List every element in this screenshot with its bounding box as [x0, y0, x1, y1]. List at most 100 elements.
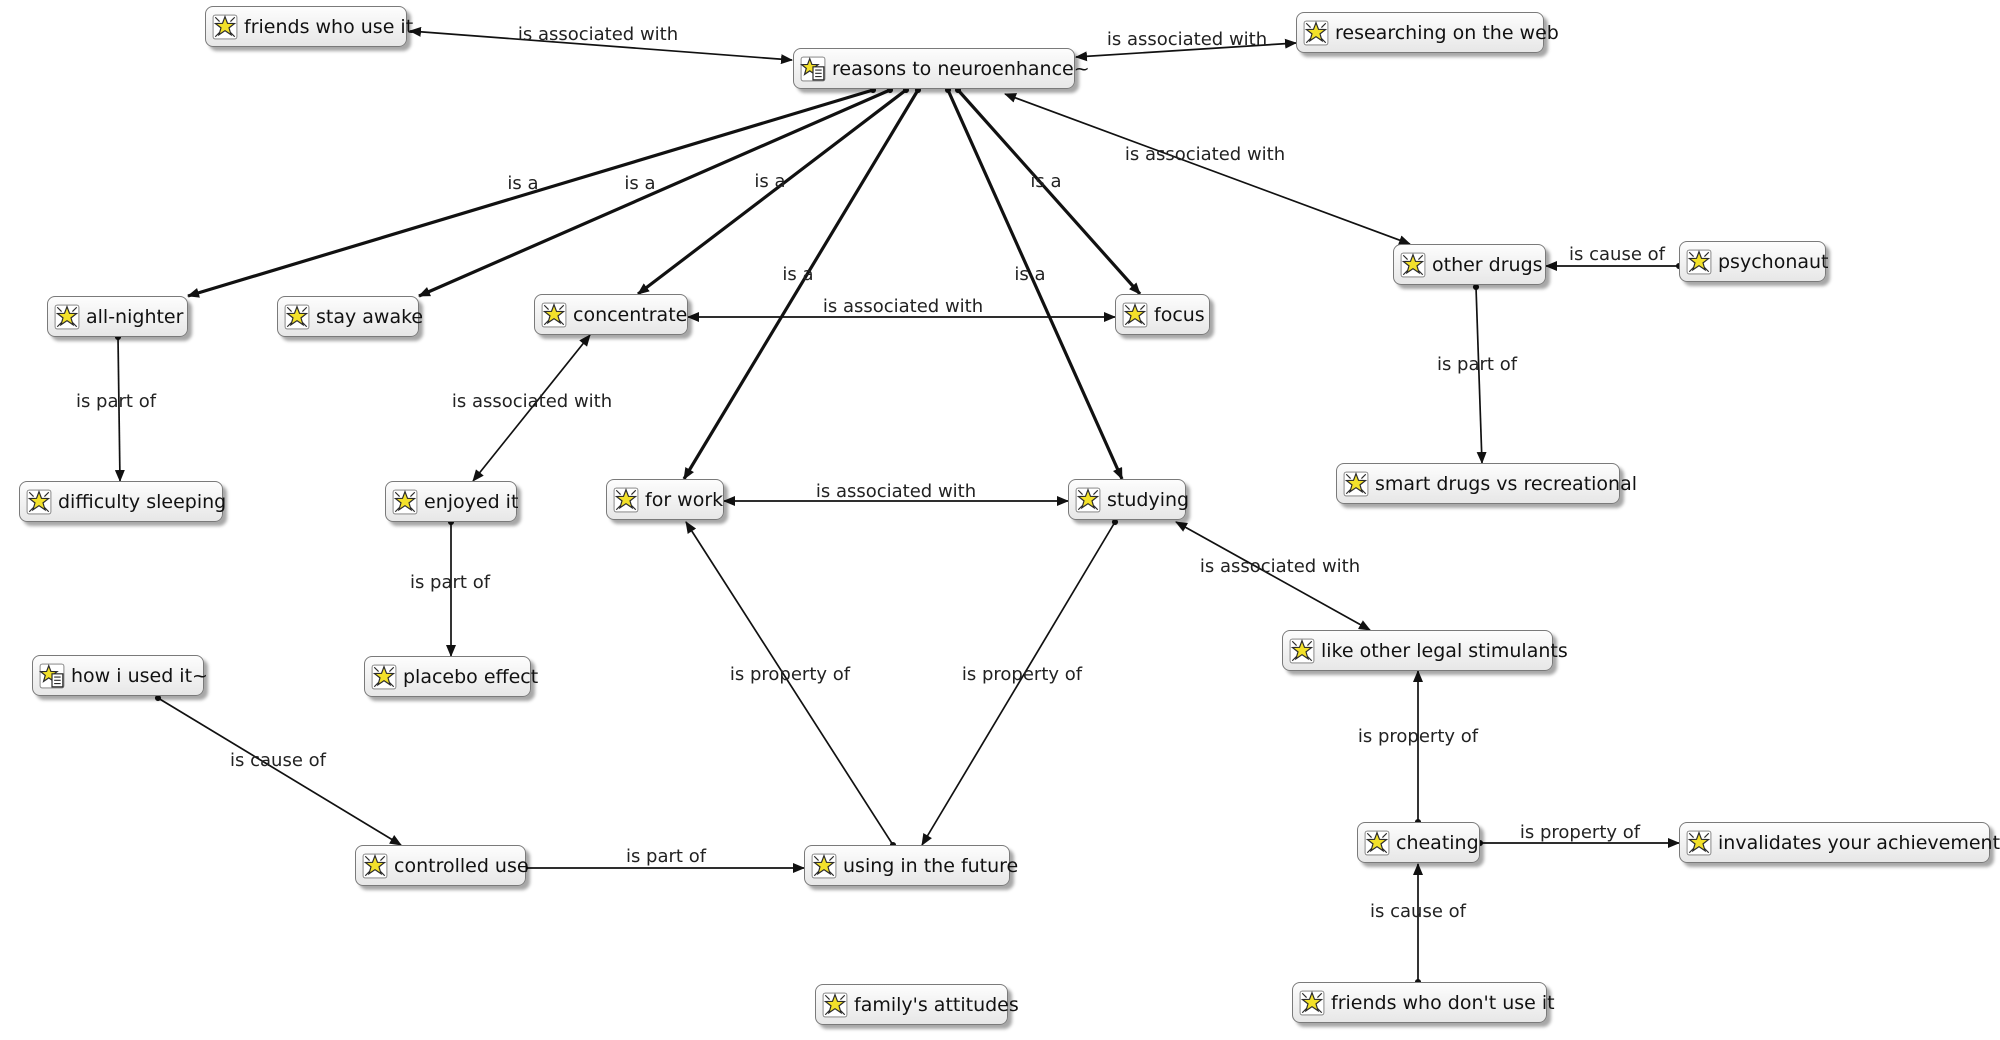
- node-friends-dont[interactable]: friends who don't use it: [1292, 982, 1555, 1023]
- node-label: focus: [1154, 303, 1205, 326]
- link-label: is part of: [76, 391, 157, 412]
- link-label: is associated with: [1107, 29, 1267, 50]
- link-label: is cause of: [1370, 901, 1467, 922]
- concept-map-icon: [39, 663, 65, 689]
- node-friends-use[interactable]: friends who use it: [205, 6, 413, 47]
- concept-icon: [392, 489, 418, 515]
- node-label: smart drugs vs recreational: [1375, 472, 1638, 495]
- concept-icon: [362, 853, 388, 879]
- concept-icon: [1122, 302, 1148, 328]
- concept-icon: [212, 14, 238, 40]
- node-label: like other legal stimulants: [1321, 639, 1568, 662]
- link-label: is property of: [1520, 822, 1641, 843]
- node-label: how i used it~: [71, 664, 208, 687]
- node-label: studying: [1107, 488, 1190, 511]
- node-label: invalidates your achievements: [1718, 831, 2000, 854]
- node-family[interactable]: family's attitudes: [815, 984, 1019, 1025]
- link-label: is part of: [410, 572, 491, 593]
- node-studying[interactable]: studying: [1068, 479, 1190, 520]
- concept-icon: [1343, 471, 1369, 497]
- link-label: is associated with: [823, 296, 983, 317]
- node-all-nighter[interactable]: all-nighter: [47, 296, 188, 337]
- node-researching[interactable]: researching on the web: [1296, 12, 1559, 53]
- node-label: for work: [645, 488, 724, 511]
- node-label: cheating: [1396, 831, 1479, 854]
- concept-icon: [54, 304, 80, 330]
- node-label: difficulty sleeping: [58, 490, 227, 513]
- concept-icon: [1686, 830, 1712, 856]
- link-label: is associated with: [816, 481, 976, 502]
- node-how-used[interactable]: how i used it~: [32, 655, 208, 696]
- link-label: is property of: [962, 664, 1083, 685]
- link-all-nighter-to-difficulty-sleeping[interactable]: [114, 333, 125, 482]
- link-label: is cause of: [1569, 244, 1666, 265]
- link-reasons-to-focus[interactable]: [954, 86, 1142, 296]
- link-other-drugs-to-smart-drugs[interactable]: [1472, 283, 1487, 464]
- node-label: researching on the web: [1335, 21, 1559, 44]
- node-concentrate[interactable]: concentrate: [534, 294, 688, 335]
- node-label: all-nighter: [86, 305, 184, 328]
- link-label: is cause of: [230, 750, 327, 771]
- node-smart-drugs[interactable]: smart drugs vs recreational: [1336, 463, 1637, 504]
- node-label: concentrate: [573, 303, 688, 326]
- link-using-future-to-for-work[interactable]: [685, 521, 897, 849]
- link-label: is part of: [626, 846, 707, 867]
- node-label: enjoyed it: [424, 490, 519, 513]
- concept-icon: [1400, 252, 1426, 278]
- concept-icon: [1303, 20, 1329, 46]
- node-controlled-use[interactable]: controlled use: [355, 845, 529, 886]
- link-label: is a: [624, 173, 655, 194]
- link-studying-to-using-future[interactable]: [921, 518, 1119, 846]
- link-label: is a: [507, 173, 538, 194]
- node-cheating[interactable]: cheating: [1357, 822, 1480, 863]
- node-enjoyed-it[interactable]: enjoyed it: [385, 481, 519, 522]
- node-reasons[interactable]: reasons to neuroenhance~: [793, 48, 1090, 89]
- concept-icon: [1364, 830, 1390, 856]
- node-label: friends who don't use it: [1331, 991, 1555, 1014]
- link-label: is a: [1030, 171, 1061, 192]
- node-label: placebo effect: [403, 665, 539, 688]
- node-other-drugs[interactable]: other drugs: [1393, 244, 1546, 285]
- link-label: is associated with: [1125, 144, 1285, 165]
- node-for-work[interactable]: for work: [606, 479, 724, 520]
- link-reasons-to-for-work[interactable]: [682, 86, 922, 480]
- link-concentrate-to-enjoyed-it[interactable]: [472, 334, 591, 482]
- node-label: family's attitudes: [854, 993, 1019, 1016]
- node-psychonaut[interactable]: psychonaut: [1679, 241, 1829, 282]
- node-label: reasons to neuroenhance~: [832, 57, 1090, 80]
- node-difficulty-sleeping[interactable]: difficulty sleeping: [19, 481, 227, 522]
- link-label: is part of: [1437, 354, 1518, 375]
- node-label: psychonaut: [1718, 250, 1829, 273]
- link-reasons-to-other-drugs[interactable]: [1004, 93, 1411, 245]
- concept-icon: [613, 487, 639, 513]
- link-friends-use-to-reasons[interactable]: [409, 26, 793, 65]
- node-placebo[interactable]: placebo effect: [364, 656, 538, 697]
- node-label: stay awake: [316, 305, 424, 328]
- node-label: other drugs: [1432, 253, 1543, 276]
- node-like-legal[interactable]: like other legal stimulants: [1282, 630, 1568, 671]
- concept-icon: [822, 992, 848, 1018]
- link-label: is a: [754, 171, 785, 192]
- node-invalidates[interactable]: invalidates your achievements: [1679, 822, 2000, 863]
- concept-icon: [811, 853, 837, 879]
- node-label: controlled use: [394, 854, 529, 877]
- link-label: is a: [782, 264, 813, 285]
- link-reasons-to-researching[interactable]: [1075, 38, 1297, 62]
- link-label: is property of: [1358, 726, 1479, 747]
- concept-icon: [371, 664, 397, 690]
- link-how-used-to-controlled-use[interactable]: [154, 694, 402, 846]
- concept-map-icon: [800, 56, 826, 82]
- node-label: friends who use it: [244, 15, 414, 38]
- concept-icon: [284, 304, 310, 330]
- link-label: is a: [1014, 264, 1045, 285]
- node-focus[interactable]: focus: [1115, 294, 1210, 335]
- link-label: is property of: [730, 664, 851, 685]
- node-stay-awake[interactable]: stay awake: [277, 296, 423, 337]
- link-label: is associated with: [1200, 556, 1360, 577]
- concept-icon: [26, 489, 52, 515]
- concept-icon: [1075, 487, 1101, 513]
- link-label: is associated with: [452, 391, 612, 412]
- node-using-future[interactable]: using in the future: [804, 845, 1018, 886]
- link-studying-to-like-legal[interactable]: [1175, 521, 1371, 631]
